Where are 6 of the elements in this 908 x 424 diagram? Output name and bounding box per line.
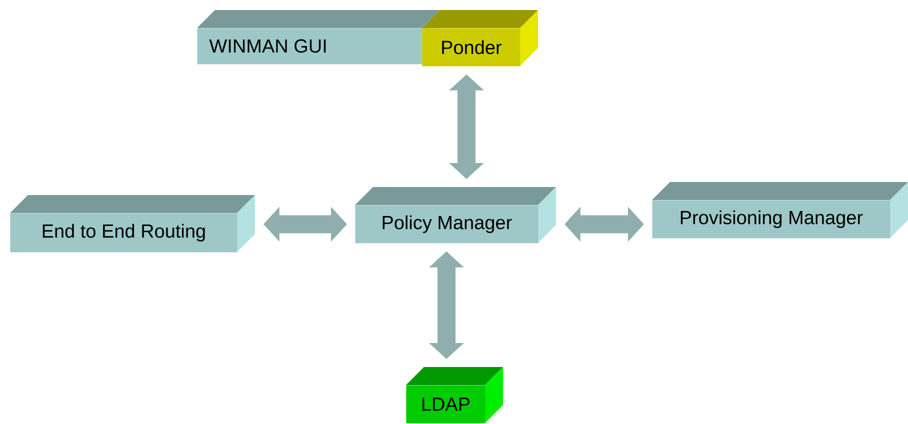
block-box: End to End Routing (10, 195, 255, 252)
block-box: Provisioning Manager (652, 182, 908, 238)
block-box: Ponder (422, 10, 538, 66)
block-box: LDAP (406, 367, 503, 424)
block-box: WINMAN GUI (197, 10, 440, 64)
block-box: Policy Manager (355, 187, 556, 244)
